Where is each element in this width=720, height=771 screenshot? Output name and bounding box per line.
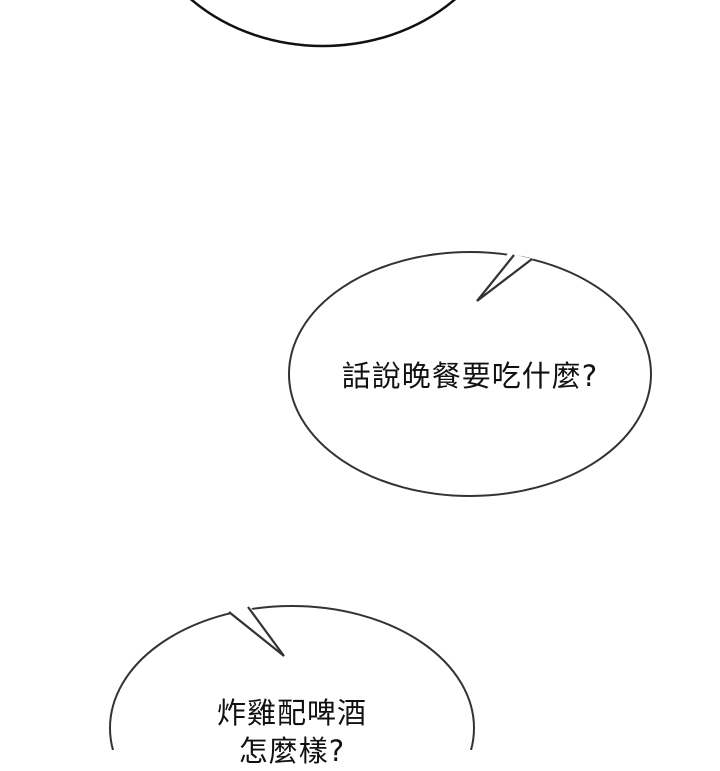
speech-text-bottom-line1: 炸雞配啤酒 (216, 696, 367, 730)
speech-bubble-top (189, 0, 457, 48)
comic-panel (109, 0, 652, 750)
speech-bubble-middle (288, 251, 652, 497)
speech-text-bottom-line2: 怎麼樣? (238, 734, 346, 768)
speech-text-middle: 話說晚餐要吃什麼? (341, 359, 599, 393)
speech-bubble-bottom (109, 605, 475, 750)
